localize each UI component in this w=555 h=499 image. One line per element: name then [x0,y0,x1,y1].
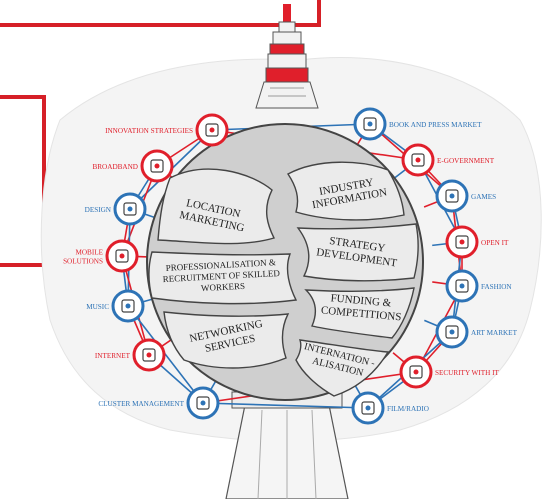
segment-internationalisation [295,339,390,397]
segment-industry-information [286,161,405,221]
topic-node-label: SECURITY WITH IT [435,369,499,377]
topic-node-label: INTERNET [95,352,131,360]
topic-node: E-GOVERNMENT [401,143,495,177]
music-note-icon [121,299,135,313]
segment-location-marketing [157,168,276,245]
topic-nodes: INNOVATION STRATEGIES BROADBAND DESIGN MOBI… [63,107,518,425]
topic-node-label: CLUSTER MANAGEMENT [98,400,184,408]
topic-node: OPEN IT [445,225,509,259]
tools-icon [150,159,164,173]
topic-node: INTERNET [95,338,166,372]
cluster-icon [196,396,210,410]
art-icon [445,325,459,339]
sphere-segments [148,161,419,397]
connection-line [127,305,204,404]
segment-networking-services [163,311,290,369]
topic-node-label: BOOK AND PRESS MARKET [389,121,482,129]
person-icon [411,153,425,167]
topic-node: DESIGN [85,192,147,226]
gamepad-icon [445,189,459,203]
brackets-icon [455,235,469,249]
shirt-icon [455,279,469,293]
laptop-icon [142,348,156,362]
camera-icon [361,401,375,415]
topic-node-label: INNOVATION STRATEGIES [105,127,193,135]
topic-node-label: E-GOVERNMENT [437,157,495,165]
lock-icon [409,365,423,379]
connection-line [202,402,369,409]
topic-node-label: BROADBAND [92,163,138,171]
segment-strategy-development [296,223,419,282]
topic-node: BROADBAND [92,149,174,183]
phone-icon [115,249,129,263]
topic-node: BOOK AND PRESS MARKET [353,107,482,141]
topic-node: MUSIC [86,289,145,323]
topic-node-label: MUSIC [86,303,109,311]
topic-node: SECURITY WITH IT [399,355,499,389]
topic-node-label: ART MARKET [471,329,518,337]
topic-node: GAMES [435,179,496,213]
segment-funding-competitions [304,287,415,339]
topic-node-label: FILM/RADIO [387,405,429,413]
topic-node-label: FASHION [481,283,512,291]
topic-node-label: GAMES [471,193,496,201]
network-icon [205,123,219,137]
topic-node: ART MARKET [435,315,518,349]
tower-top [255,4,319,109]
segment-professionalisation [148,251,298,305]
topic-node: INNOVATION STRATEGIES [105,113,229,147]
tower-shaft [225,391,349,499]
highlight-frame-top [0,0,321,27]
highlight-frame-left [0,95,46,267]
topic-node: FILM/RADIO [351,391,429,425]
topic-node-label: DESIGN [85,206,112,214]
topic-node: CLUSTER MANAGEMENT [98,386,220,420]
book-icon [363,117,377,131]
topic-node-label: OPEN IT [481,239,509,247]
topic-node: FASHION [445,269,512,303]
segment-label-professionalisation: PROFESSIONALISATION & RECRUITMENT OF SKI… [162,257,283,295]
pen-icon [123,202,137,216]
